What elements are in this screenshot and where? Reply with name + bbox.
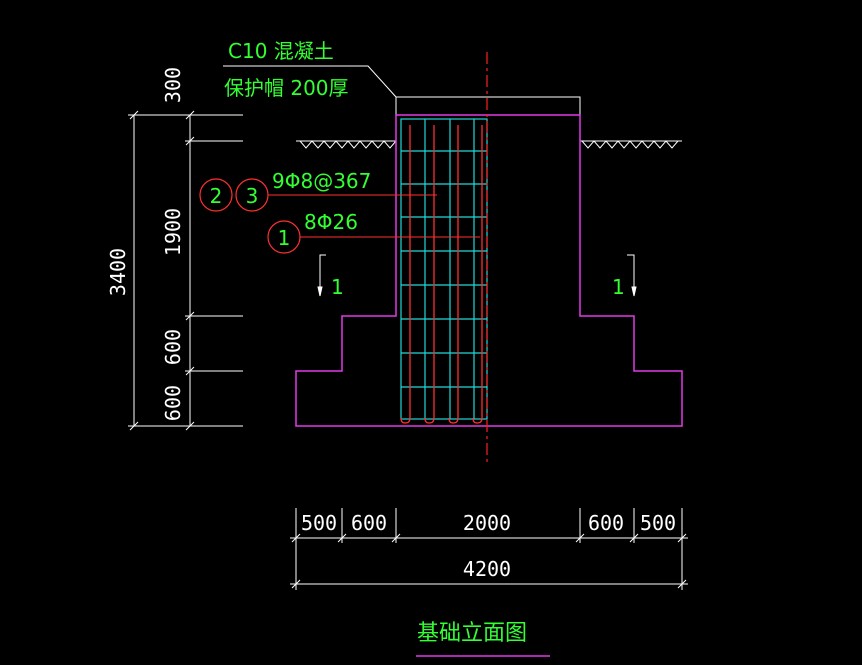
stirrup-note: 9Φ8@367 [272,169,371,193]
drawing-title: 基础立面图 [417,621,527,646]
cap-note-line1: C10 混凝土 [228,39,334,63]
section-mark-left-label: 1 [331,275,344,299]
marker-3: 3 [235,178,269,212]
marker-2-label: 2 [210,184,223,208]
dim-600-right: 600 [588,511,624,535]
dim-500-right: 500 [640,511,676,535]
main-bar-note: 8Φ26 [304,210,358,234]
cap-note-line2: 保护帽 200厚 [224,76,349,100]
protective-cap [395,96,581,116]
dim-600-upper: 600 [161,329,185,365]
dim-4200: 4200 [463,557,511,581]
section-mark-right [627,254,637,297]
section-mark-left [317,254,326,297]
dim-2000: 2000 [463,511,511,535]
ground-left [296,140,397,149]
dim-500-left: 500 [301,511,337,535]
dim-600-lower: 600 [161,385,185,421]
dim-600-left: 600 [351,511,387,535]
horizontal-dimension-lines [290,508,688,590]
ground-right [580,140,682,149]
dim-1900: 1900 [161,208,185,256]
marker-3-label: 3 [246,184,259,208]
marker-1: 1 [267,220,301,254]
foundation-outline [295,114,683,427]
main-bars [400,125,483,424]
dim-300: 300 [161,67,185,103]
section-mark-right-label: 1 [612,275,625,299]
cap-note-leader [223,65,397,98]
dim-3400: 3400 [106,248,130,296]
vertical-dimension-lines [128,110,243,431]
marker-2: 2 [199,178,233,212]
rebar-cage [400,118,488,420]
marker-1-label: 1 [278,226,291,250]
